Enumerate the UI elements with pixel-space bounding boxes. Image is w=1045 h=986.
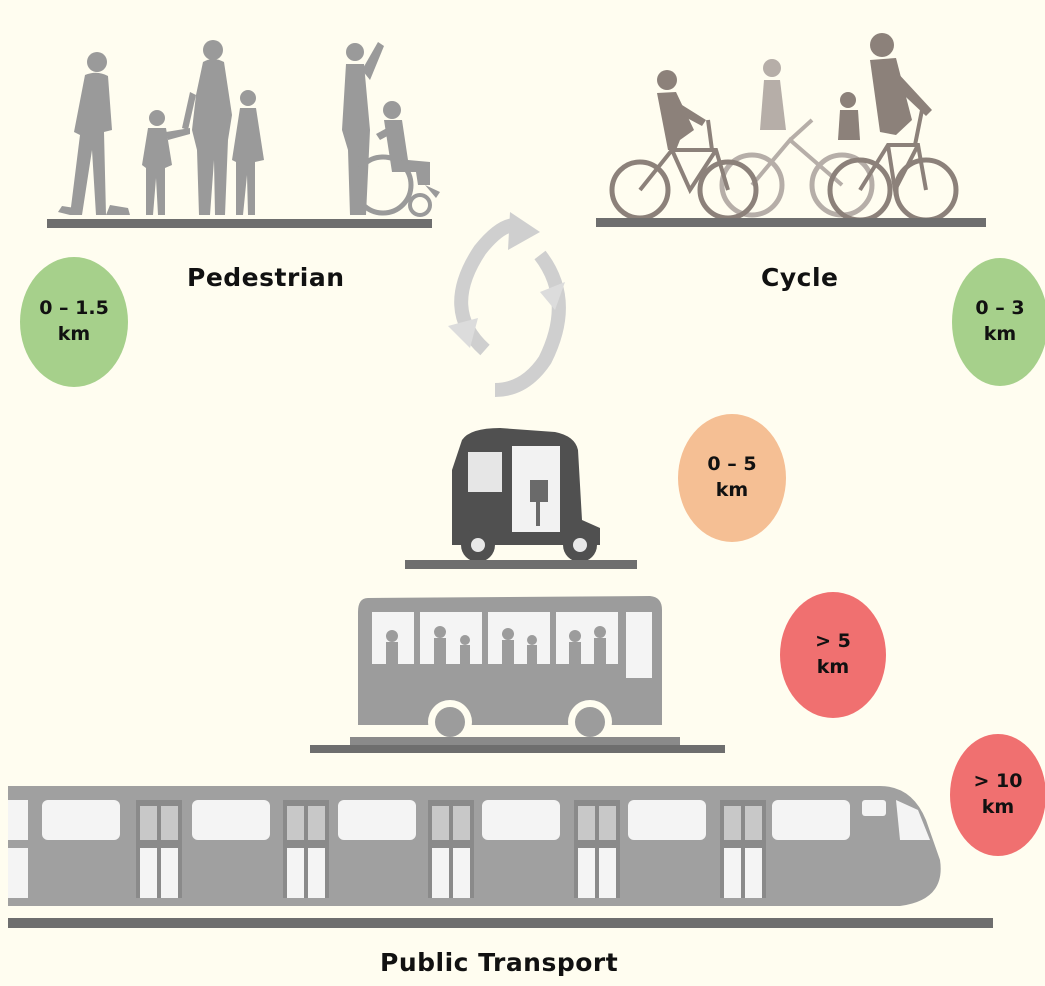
bus-icon (358, 596, 662, 744)
pedestrian-distance-badge: 0 – 1.5 km (20, 257, 128, 387)
cycle-distance-unit: km (983, 323, 1017, 345)
cycle-ground-line (596, 218, 986, 227)
train-distance-badge: > 10 km (950, 734, 1045, 856)
bus-ground-line (310, 745, 725, 753)
train-distance-unit: km (981, 796, 1015, 818)
bus-platform (350, 737, 680, 745)
public-transport-label: Public Transport (380, 948, 619, 977)
pedestrian-group-icon (58, 40, 440, 217)
circular-arrows-icon (448, 212, 566, 397)
cycle-label: Cycle (761, 263, 839, 292)
train-icon (8, 786, 941, 906)
pedestrian-ground-line (47, 219, 432, 228)
cycle-distance-value: 0 – 3 (975, 297, 1025, 320)
cycle-distance-badge: 0 – 3 km (952, 258, 1045, 386)
rickshaw-distance-badge: 0 – 5 km (678, 414, 786, 542)
rickshaw-distance-value: 0 – 5 (707, 453, 757, 476)
pedestrian-distance-unit: km (57, 323, 91, 345)
cyclist-group-icon (609, 33, 959, 223)
train-track (8, 918, 993, 928)
auto-rickshaw-icon (452, 428, 600, 562)
pedestrian-distance-value: 0 – 1.5 (39, 297, 109, 320)
train-distance-value: > 10 (973, 770, 1023, 793)
pedestrian-label: Pedestrian (187, 263, 345, 292)
rickshaw-distance-unit: km (715, 479, 749, 501)
bus-distance-badge: > 5 km (780, 592, 886, 718)
rickshaw-ground-line (405, 560, 637, 569)
bus-distance-unit: km (816, 656, 850, 678)
bus-distance-value: > 5 (815, 630, 851, 653)
